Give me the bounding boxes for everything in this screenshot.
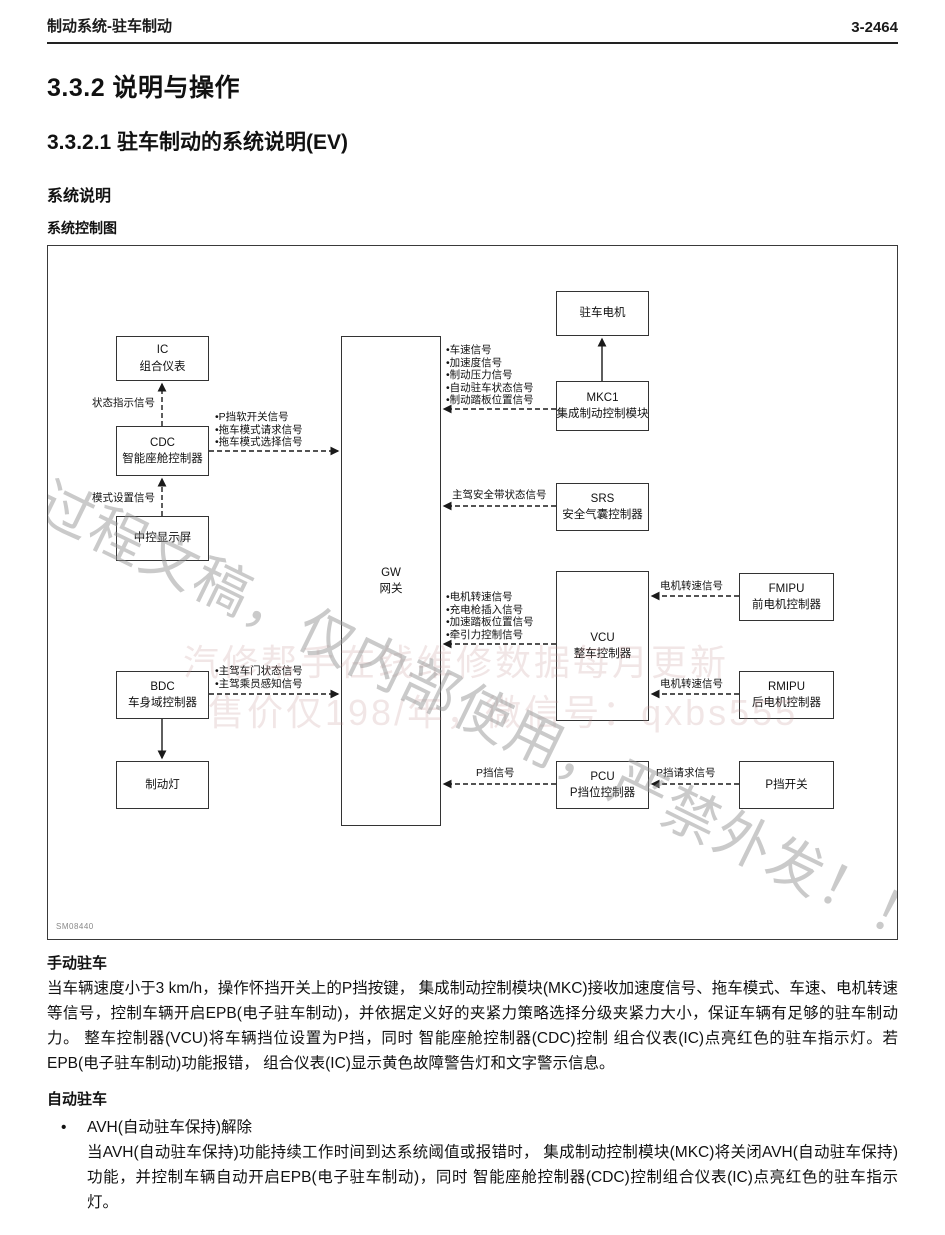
manual-parking-heading: 手动驻车 [47,955,108,972]
header-divider [47,42,898,44]
page-header: 制动系统-驻车制动 3-2464 [47,0,898,36]
subsection-title: 3.3.2.1 驻车制动的系统说明(EV) [47,131,349,154]
label-fmipu-motor-speed-signal: 电机转速信号 [660,580,723,592]
node-p-gear-switch: P挡开关 [739,761,834,809]
node-fmipu-name: 前电机控制器 [752,599,821,611]
label-bdc-signal-1: •主驾车门状态信号 [215,665,303,677]
label-cdc-signal-2: •拖车模式请求信号 [215,423,303,436]
label-p-gear-request-signal: P挡请求信号 [656,767,716,779]
node-vcu-abbr: VCU [590,631,615,644]
avh-release-bullet-title: AVH(自动驻车保持)解除 [87,1119,253,1136]
label-mkc-signal-4: •自动驻车状态信号 [446,381,534,394]
node-mkc1: MKC1 集成制动控制模块 [556,381,649,431]
label-vcu-signal-1: •电机转速信号 [446,591,513,603]
control-diagram-heading: 系统控制图 [47,220,117,236]
label-vcu-signal-4: •牵引力控制信号 [446,628,524,641]
node-gw-abbr: GW [381,566,401,579]
label-rmipu-motor-speed-signal: 电机转速信号 [660,678,723,690]
node-parking-motor: 驻车电机 [556,291,649,336]
label-mkc-signal-3: •制动压力信号 [446,369,513,381]
node-center-display: 中控显示屏 [116,516,209,561]
node-parking-motor-name: 驻车电机 [579,307,626,320]
label-mkc-signal-1: •车速信号 [446,344,492,356]
node-pcu-abbr: PCU [590,770,615,783]
system-control-diagram: IC 组合仪表 CDC 智能座舱控制器 中控显示屏 BDC 车身域控制器 制动灯… [47,245,898,940]
node-rmipu-name: 后电机控制器 [752,697,821,709]
header-page-number: 3-2464 [851,19,898,36]
manual-parking-text: 当车辆速度小于3 km/h，操作怀挡开关上的P挡按键， 集成制动控制模块(MKC… [47,980,898,1072]
avh-release-bullet: • AVH(自动驻车保持)解除 当AVH(自动驻车保持)功能持续工作时间到达系统… [61,1115,898,1215]
node-rmipu: RMIPU 后电机控制器 [739,671,834,719]
section-title: 3.3.2 说明与操作 [47,74,241,102]
node-bdc: BDC 车身域控制器 [116,671,209,719]
auto-parking-heading: 自动驻车 [47,1091,108,1108]
node-brake-lamp-name: 制动灯 [145,778,180,791]
label-cdc-signal-3: •拖车模式选择信号 [215,436,303,448]
label-vcu-signals: •电机转速信号 •充电枪插入信号 •加速踏板位置信号 •牵引力控制信号 [446,591,534,641]
label-mkc-signal-2: •加速度信号 [446,356,503,369]
node-srs-abbr: SRS [590,492,615,505]
node-ic: IC 组合仪表 [116,336,209,381]
node-ic-abbr: IC [156,344,169,357]
label-bdc-signal-2: •主驾乘员感知信号 [215,677,303,690]
node-center-display-name: 中控显示屏 [133,532,192,545]
node-cdc-abbr: CDC [150,436,175,449]
node-cdc: CDC 智能座舱控制器 [116,426,209,476]
node-ic-name: 组合仪表 [139,360,186,373]
node-p-gear-switch-name: P挡开关 [765,778,808,791]
label-bdc-signals: •主驾车门状态信号 •主驾乘员感知信号 [215,665,303,690]
header-section-title: 制动系统-驻车制动 [47,18,172,35]
label-mkc-signal-5: •制动踏板位置信号 [446,394,534,406]
node-vcu-name: 整车控制器 [573,648,632,660]
node-mkc1-abbr: MKC1 [586,391,619,404]
label-cdc-signal-1: •P挡软开关信号 [215,411,289,423]
diagram-arrows [157,337,739,789]
node-cdc-name: 智能座舱控制器 [122,453,203,465]
label-vcu-signal-3: •加速踏板位置信号 [446,616,534,628]
node-srs: SRS 安全气囊控制器 [556,483,649,531]
figure-id: SM08440 [56,922,94,931]
node-fmipu: FMIPU 前电机控制器 [739,573,834,621]
system-description-heading: 系统说明 [47,188,112,205]
node-gw-gateway: GW 网关 [341,336,441,826]
label-vcu-signal-2: •充电枪插入信号 [446,603,524,616]
label-seatbelt-status-signal: 主驾安全带状态信号 [452,489,547,501]
node-mkc1-name: 集成制动控制模块 [556,408,649,420]
avh-release-bullet-text: 当AVH(自动驻车保持)功能持续工作时间到达系统阈值或报错时， 集成制动控制模块… [87,1144,898,1211]
label-mkc-signals: •车速信号 •加速度信号 •制动压力信号 •自动驻车状态信号 •制动踏板位置信号 [446,344,534,407]
node-pcu: PCU P挡位控制器 [556,761,649,809]
bullet-marker: • [61,1119,67,1136]
avh-release-bullet-body: AVH(自动驻车保持)解除 当AVH(自动驻车保持)功能持续工作时间到达系统阈值… [87,1115,898,1215]
label-mode-setting-signal: 模式设置信号 [92,492,155,504]
node-bdc-abbr: BDC [150,680,175,693]
label-status-indicator-signal: 状态指示信号 [92,397,155,409]
label-p-gear-signal: P挡信号 [476,767,515,779]
node-gw-name: 网关 [379,583,403,595]
node-rmipu-abbr: RMIPU [767,680,806,693]
node-brake-lamp: 制动灯 [116,761,209,809]
node-bdc-name: 车身域控制器 [128,697,197,709]
node-srs-name: 安全气囊控制器 [562,509,643,521]
node-fmipu-abbr: FMIPU [768,582,805,595]
node-pcu-name: P挡位控制器 [569,787,636,799]
node-vcu: VCU 整车控制器 [556,571,649,721]
label-cdc-signals: •P挡软开关信号 •拖车模式请求信号 •拖车模式选择信号 [215,411,303,449]
